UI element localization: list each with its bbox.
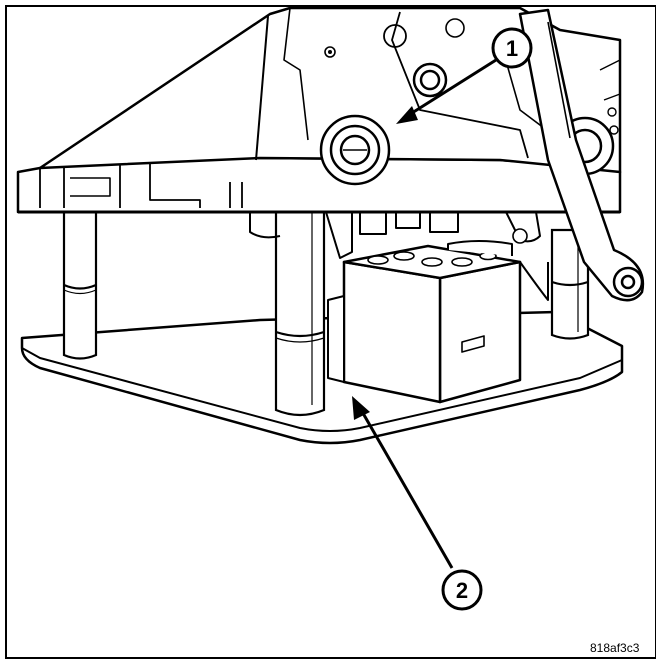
callout-2: 2: [352, 396, 483, 611]
callout-1: 1: [396, 27, 533, 124]
callout-1-leader-line: [403, 58, 497, 120]
valve-body-block: [327, 240, 522, 404]
diagram-border: [5, 5, 656, 659]
support-posts: [62, 198, 590, 417]
callout-2-circle: [441, 569, 483, 611]
callout-1-arrowhead: [396, 106, 418, 124]
callout-1-number: 1: [506, 36, 518, 61]
callout-2-leader-line: [358, 407, 454, 569]
callout-2-number: 2: [456, 578, 468, 603]
callout-1-circle: [491, 27, 533, 69]
shift-lever-linkage: [518, 8, 645, 302]
image-code: 818af3c3: [590, 641, 640, 655]
callout-2-arrowhead: [352, 396, 370, 420]
lower-casting: [249, 211, 549, 301]
transmission-case: [16, 6, 622, 214]
